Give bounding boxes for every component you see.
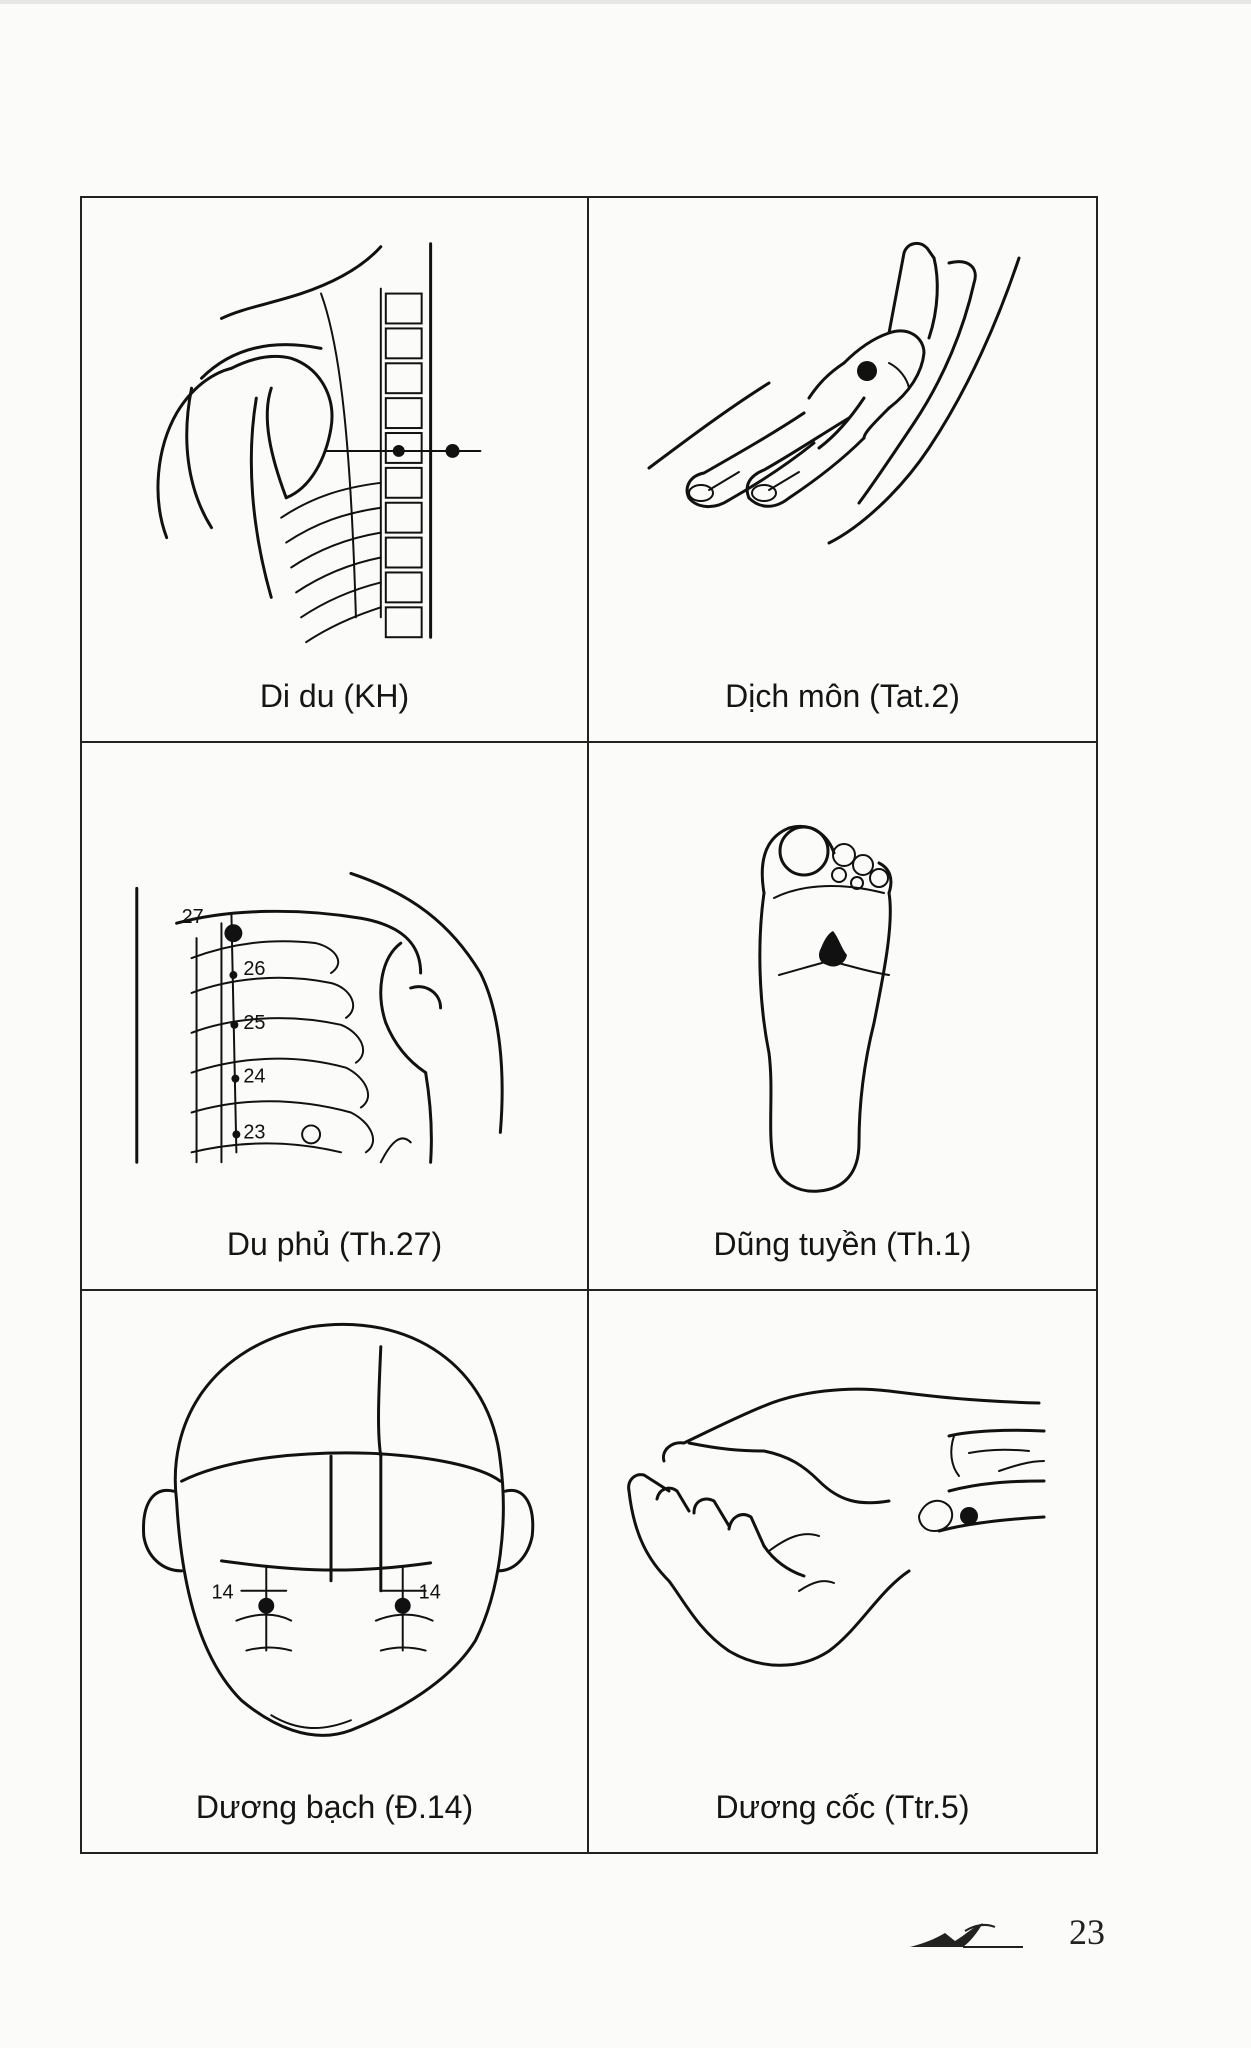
shoulder-back-icon bbox=[156, 242, 482, 644]
cell-duong-coc: Dương cốc (Ttr.5) bbox=[589, 1291, 1096, 1852]
mark-label: 23 bbox=[243, 1121, 265, 1143]
caption: Dũng tuyền (Th.1) bbox=[713, 1226, 972, 1262]
caption: Dương bạch (Đ.14) bbox=[195, 1789, 474, 1825]
cell-duong-bach: 14 14 Dương bạch (Đ.14) bbox=[82, 1291, 589, 1852]
hand-fingers-icon bbox=[647, 241, 1021, 545]
foot-sole-icon bbox=[758, 825, 893, 1193]
head-front-icon: 14 14 bbox=[142, 1322, 535, 1737]
chest-ribs-icon: 27 26 25 24 23 bbox=[135, 871, 504, 1164]
wrist-hand-icon bbox=[627, 1387, 1046, 1667]
mark-label: 14 bbox=[419, 1582, 441, 1604]
caption: Di du (KH) bbox=[259, 678, 410, 714]
cell-du-phu: 27 26 25 24 23 Du phủ (Th.27) bbox=[82, 743, 589, 1291]
mark-label: 14 bbox=[211, 1582, 233, 1604]
page-number: 23 bbox=[1069, 1912, 1105, 1952]
page-top-edge bbox=[0, 0, 1251, 4]
cell-di-du: Di du (KH) bbox=[82, 198, 589, 743]
ornament-icon bbox=[910, 1923, 1023, 1948]
caption: Dương cốc (Ttr.5) bbox=[715, 1789, 970, 1825]
mark-label: 26 bbox=[243, 958, 265, 980]
page-footer: 23 bbox=[905, 1905, 1105, 1965]
caption: Du phủ (Th.27) bbox=[226, 1226, 443, 1262]
mark-label: 25 bbox=[243, 1012, 265, 1034]
cell-dich-mon: Dịch môn (Tat.2) bbox=[589, 198, 1096, 743]
acupoint-grid: Di du (KH) Dịch môn (Tat.2) bbox=[80, 196, 1098, 1854]
caption: Dịch môn (Tat.2) bbox=[725, 678, 960, 714]
mark-label: 27 bbox=[182, 906, 204, 928]
mark-label: 24 bbox=[243, 1066, 265, 1088]
cell-dung-tuyen: Dũng tuyền (Th.1) bbox=[589, 743, 1096, 1291]
